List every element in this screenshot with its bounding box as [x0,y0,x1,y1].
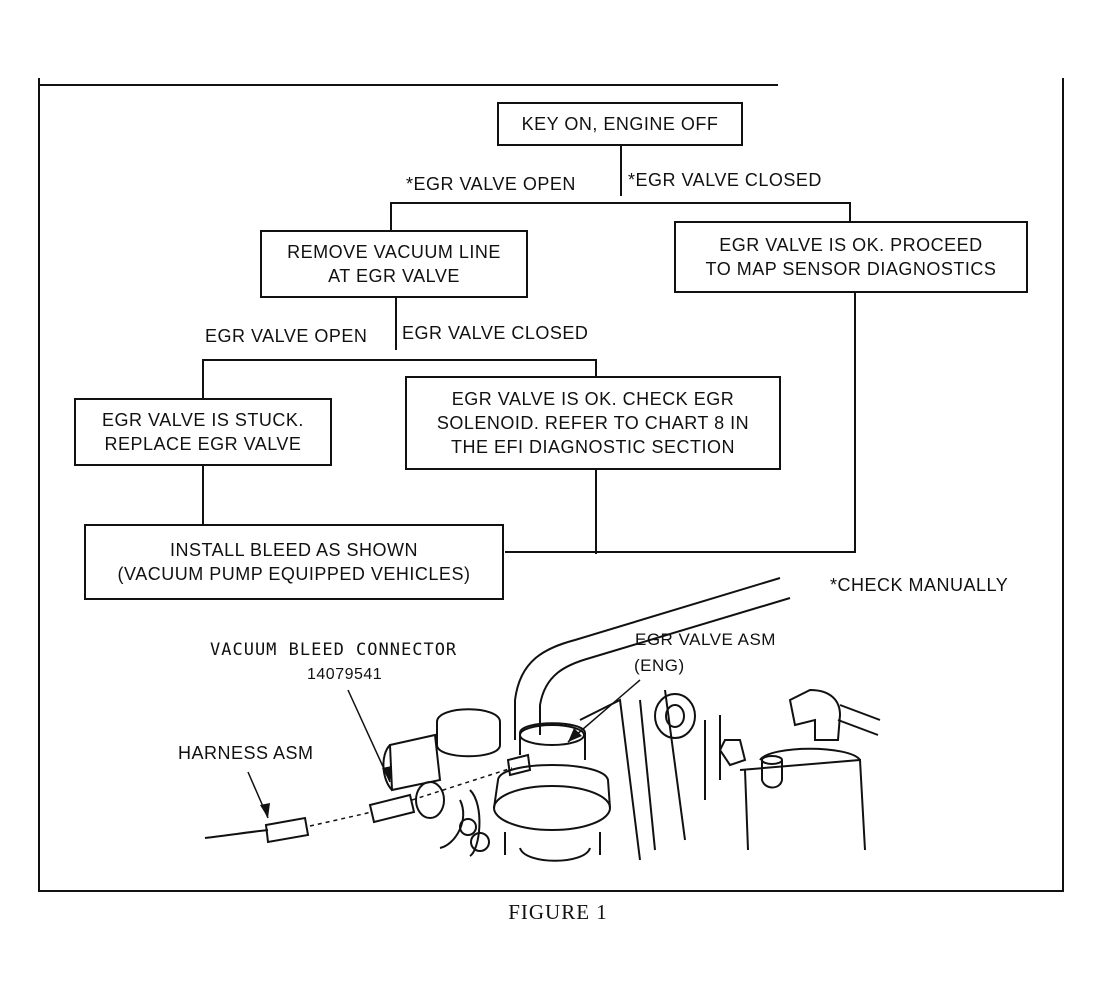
label-egr-valve-open-1: *EGR VALVE OPEN [406,174,576,194]
note-check-manually: *CHECK MANUALLY [830,575,1009,595]
bleed-connector-fitting [368,793,416,824]
box-egr-ok-proceed: EGR VALVE IS OK. PROCEED TO MAP SENSOR D… [674,221,1028,293]
figure-caption: FIGURE 1 [508,900,608,924]
harness-wire [204,829,269,839]
bracket [639,689,686,851]
egr-valve-base [493,785,611,831]
figure-frame-top [38,84,778,86]
box-remove-vacuum-line: REMOVE VACUUM LINE AT EGR VALVE [260,230,528,298]
box-check-egr-solenoid: EGR VALVE IS OK. CHECK EGR SOLENOID. REF… [405,376,781,470]
dashed-connection-valve [411,767,513,801]
harness-connector [264,816,310,844]
label-harness-asm: HARNESS ASM [178,743,314,763]
dashed-connection-harness [309,811,373,827]
label-egr-valve-open-2: EGR VALVE OPEN [205,326,368,346]
intake-outline-upper [514,577,781,701]
thermostat-housing [436,708,501,758]
intake-outline-lower [539,597,791,706]
box-install-bleed: INSTALL BLEED AS SHOWN (VACUUM PUMP EQUI… [84,524,504,600]
label-vacuum-bleed-connector: VACUUM BLEED CONNECTOR [210,640,458,660]
egr-valve-dome [493,764,611,809]
vacuum-elbow [788,688,842,741]
box-egr-valve-stuck: EGR VALVE IS STUCK. REPLACE EGR VALVE [74,398,332,466]
connector-branch1 [390,202,851,230]
connector-branch2 [202,359,597,398]
box-key-on-engine-off: KEY ON, ENGINE OFF [497,102,743,146]
label-egr-valve-closed-1: *EGR VALVE CLOSED [628,170,822,190]
label-part-number: 14079541 [307,666,383,683]
figure-frame [38,78,1064,892]
label-egr-valve-closed-2: EGR VALVE CLOSED [402,323,589,343]
distributor-tab [718,739,747,767]
distributor-body [739,758,866,851]
label-egr-valve-asm: EGR VALVE ASM [635,630,776,649]
connector-proceed-return [505,292,856,553]
label-eng: (ENG) [634,656,685,675]
leader-bleed-connector [347,689,391,783]
leader-egr-valve [567,679,641,743]
